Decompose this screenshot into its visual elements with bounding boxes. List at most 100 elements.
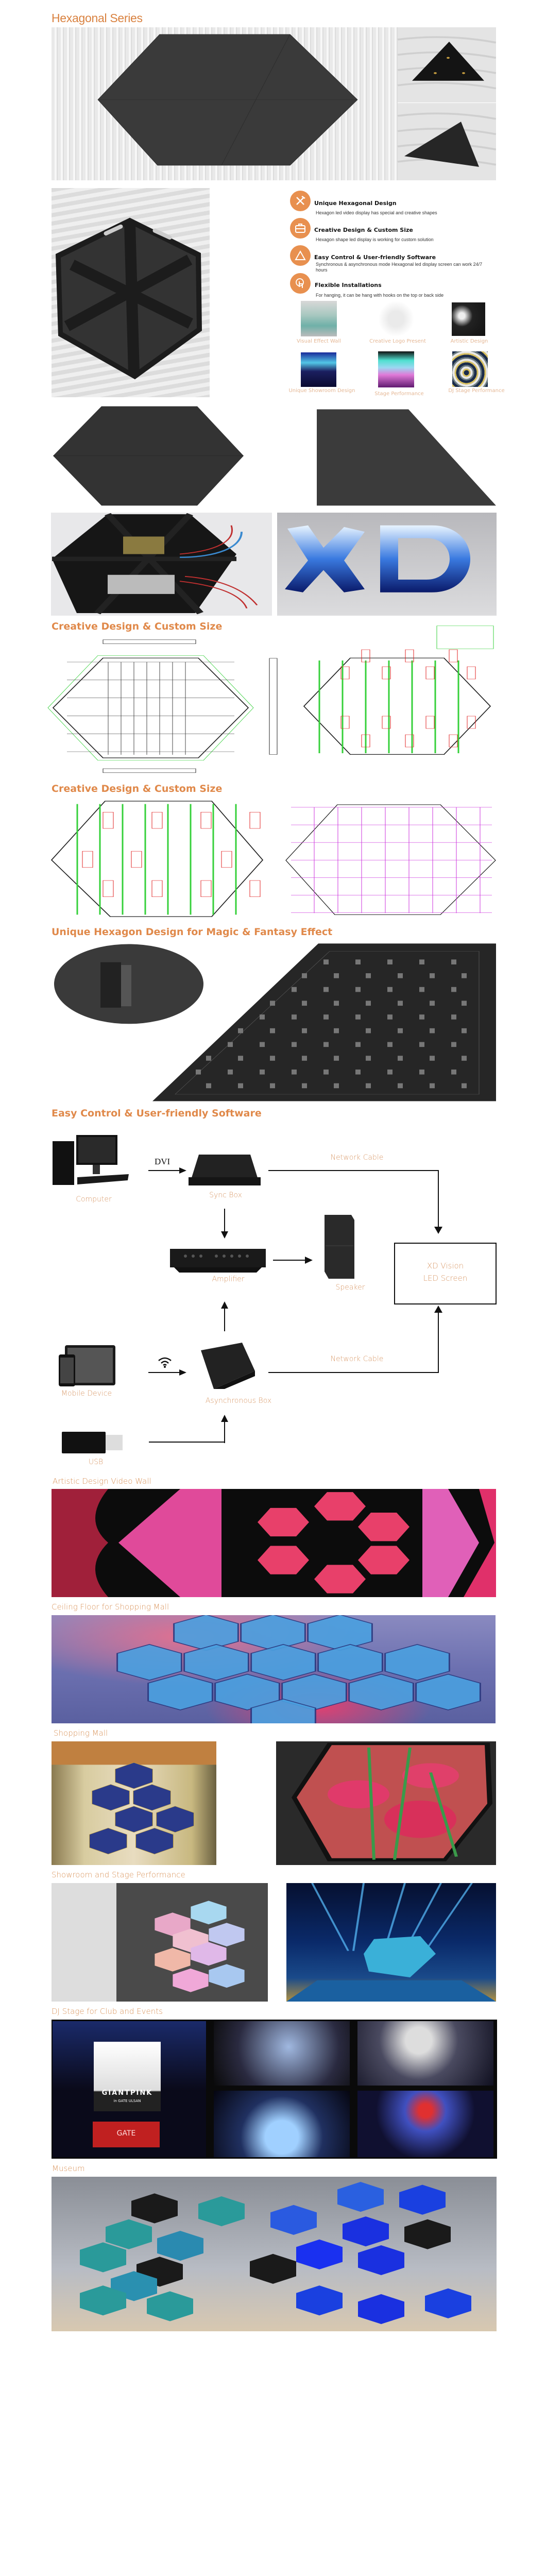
hexagon-panel bbox=[343, 2216, 389, 2247]
cad-bracket bbox=[361, 734, 370, 748]
sync-box-icon bbox=[189, 1155, 261, 1185]
hexagon-panel bbox=[250, 2253, 296, 2284]
pcb-component bbox=[260, 1042, 265, 1047]
pcb-component bbox=[419, 987, 424, 992]
hexagon-panel bbox=[270, 2205, 317, 2235]
hexagon-tile bbox=[173, 1968, 209, 1992]
network-cable-label-bottom: Network Cable bbox=[330, 1355, 384, 1363]
pcb-component bbox=[292, 1069, 297, 1075]
pcb-component bbox=[334, 1001, 339, 1006]
arrow-down-icon bbox=[434, 1227, 442, 1234]
dj-poster-building-photo: GIANTPINK in GATE ULSAN GATE bbox=[53, 2021, 206, 2157]
stage-performance-photo bbox=[286, 1883, 496, 2002]
pcb-component bbox=[292, 1042, 297, 1047]
hexagon-panel bbox=[399, 2184, 446, 2215]
cad-bracket bbox=[405, 734, 414, 748]
pcb-module-photo bbox=[54, 943, 496, 1101]
pcb-component bbox=[451, 1042, 456, 1047]
feature-title: Flexible Installations bbox=[315, 282, 382, 289]
dj-stage-photo-1 bbox=[214, 2021, 350, 2086]
pcb-component bbox=[270, 1056, 275, 1061]
pcb-component bbox=[387, 987, 393, 992]
network-cable-line bbox=[268, 1372, 439, 1373]
thumbnail-label: Artistic Design bbox=[450, 338, 488, 344]
cad-drawing-hexagon-modules bbox=[50, 801, 496, 917]
pcb-component bbox=[334, 1028, 339, 1033]
pcb-component bbox=[270, 1001, 275, 1006]
thumbnail-visual-effect-wall bbox=[301, 301, 337, 336]
arrow-right-icon bbox=[148, 1167, 186, 1174]
hexagon-panel bbox=[147, 2291, 193, 2321]
pcb-component bbox=[334, 1083, 339, 1089]
pcb-component bbox=[238, 1028, 243, 1033]
feature-title: Creative Design & Custom Size bbox=[314, 227, 413, 233]
feature-desc: Hexagon shape led display is working for… bbox=[316, 237, 434, 242]
pcb-component bbox=[302, 973, 307, 978]
section-heading-creative-design-2: Creative Design & Custom Size bbox=[52, 783, 223, 794]
pcb-component bbox=[228, 1042, 233, 1047]
hexagon-tile bbox=[191, 1901, 227, 1925]
pcb-component bbox=[238, 1083, 243, 1089]
hexagon-tile bbox=[191, 1942, 227, 1966]
pcb-component bbox=[270, 1028, 275, 1033]
pcb-component bbox=[451, 1069, 456, 1075]
pcb-component bbox=[260, 1014, 265, 1020]
pcb-component bbox=[398, 1056, 403, 1061]
section-heading-unique-hexagon: Unique Hexagon Design for Magic & Fantas… bbox=[52, 926, 333, 938]
hexagon-panel bbox=[358, 2294, 404, 2325]
pcb-component bbox=[238, 1056, 243, 1061]
pcb-component bbox=[323, 1069, 329, 1075]
hexagon-tile bbox=[183, 1644, 249, 1681]
hexagon-tile bbox=[147, 1673, 213, 1710]
network-cable-label-top: Network Cable bbox=[330, 1154, 384, 1162]
cad-bracket bbox=[361, 649, 370, 663]
pcb-component bbox=[323, 987, 329, 992]
pcb-component bbox=[260, 1069, 265, 1075]
pcb-component bbox=[419, 1042, 424, 1047]
pcb-component bbox=[302, 1001, 307, 1006]
caption-ceiling-floor: Ceiling Floor for Shopping Mall bbox=[52, 1602, 169, 1612]
hexagon-tile bbox=[250, 1698, 316, 1723]
hexagon-tile bbox=[156, 1806, 194, 1833]
arrow-up-icon bbox=[221, 1415, 228, 1443]
hexagon-tile bbox=[173, 1615, 239, 1651]
pcb-component bbox=[366, 1083, 371, 1089]
hexagon-tile bbox=[317, 1644, 383, 1681]
feature-title: Easy Control & User-friendly Software bbox=[314, 254, 436, 261]
cad-bracket bbox=[151, 812, 163, 829]
briefcase-icon bbox=[290, 218, 311, 239]
cad-bracket bbox=[405, 649, 414, 663]
cad-bracket bbox=[425, 716, 435, 729]
shopping-mall-hexagon-screen-photo bbox=[276, 1741, 496, 1865]
hexagon-panel bbox=[106, 2219, 152, 2249]
amplifier-icon bbox=[170, 1249, 266, 1273]
hexagon-tile bbox=[240, 1615, 306, 1651]
arrow-right-icon bbox=[273, 1257, 313, 1264]
pcb-component bbox=[366, 1028, 371, 1033]
hexagon-panel bbox=[157, 2231, 203, 2261]
cad-bracket bbox=[467, 666, 476, 680]
cad-bracket bbox=[200, 812, 212, 829]
network-cable-line bbox=[268, 1170, 439, 1171]
arrow-up-icon bbox=[434, 1306, 442, 1313]
pcb-component bbox=[292, 987, 297, 992]
hexagon-tile bbox=[209, 1923, 245, 1947]
pcb-component bbox=[334, 973, 339, 978]
pcb-component bbox=[387, 959, 393, 964]
thumbnail-artistic-design bbox=[452, 302, 485, 336]
pcb-component bbox=[355, 987, 361, 992]
thumbnail-dj-stage bbox=[452, 351, 488, 387]
thumbnail-creative-logo bbox=[378, 301, 414, 337]
pcb-component bbox=[419, 959, 424, 964]
pcb-component bbox=[292, 1014, 297, 1020]
cad-drawing-hexagon-frame bbox=[47, 625, 494, 773]
computer-icon bbox=[53, 1135, 129, 1185]
hexagon-cabinet-internal-photo bbox=[51, 513, 272, 616]
pcb-component bbox=[270, 1083, 275, 1089]
hexagon-tile bbox=[155, 1912, 191, 1936]
poster-logo-banner bbox=[93, 2122, 160, 2147]
feature-desc: For hanging, it can be hang with hooks o… bbox=[316, 293, 444, 298]
cad-bracket bbox=[249, 880, 261, 897]
hexagon-frame-back-photo bbox=[52, 188, 210, 397]
arrow-up-icon bbox=[221, 1301, 228, 1331]
